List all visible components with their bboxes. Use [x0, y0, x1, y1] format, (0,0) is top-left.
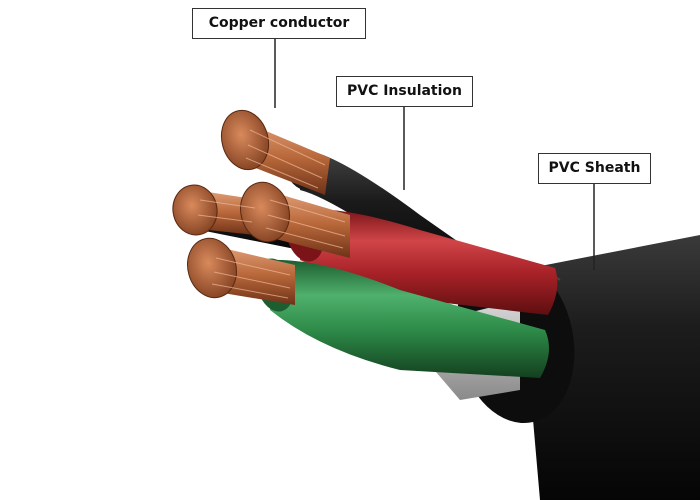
leader-lines — [274, 39, 595, 270]
copper-conductor-label: Copper conductor — [192, 8, 366, 39]
copper-conductors — [172, 109, 350, 305]
pvc-insulation-label: PVC Insulation — [336, 76, 473, 107]
pvc-sheath-label: PVC Sheath — [538, 153, 651, 184]
